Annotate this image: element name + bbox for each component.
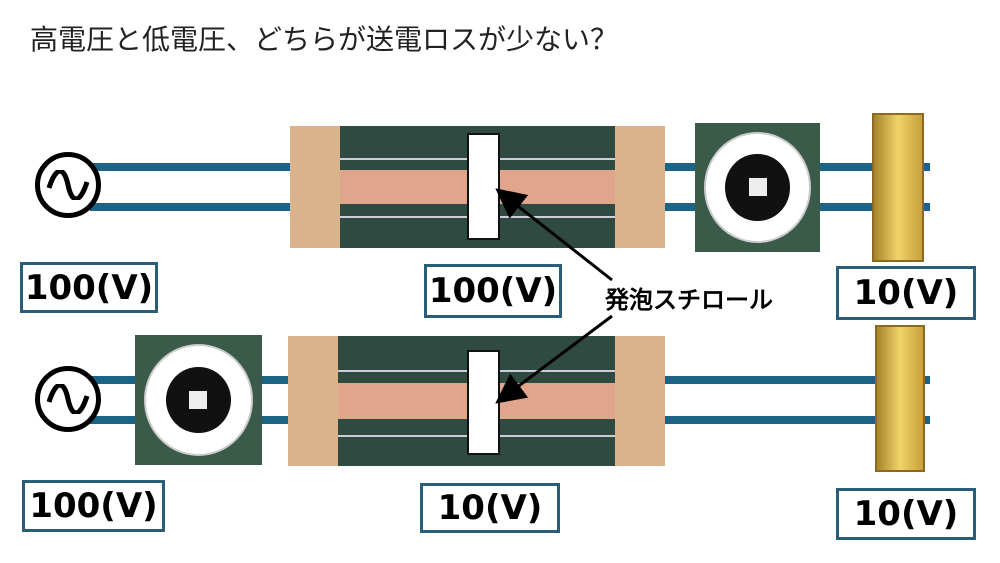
line-voltage-top: 100(V) xyxy=(424,264,562,318)
source-voltage-bottom: 100(V) xyxy=(22,480,165,532)
source-voltage-top: 100(V) xyxy=(20,262,158,313)
line-voltage-bottom: 10(V) xyxy=(420,483,560,533)
foam-callout-label: 発泡スチロール xyxy=(605,286,773,314)
arrow-to-bottom-foam xyxy=(495,314,613,404)
resistor-bottom xyxy=(875,325,925,472)
load-voltage-bottom: 10(V) xyxy=(836,488,976,540)
slide-title: 高電圧と低電圧、どちらが送電ロスが少ない？ xyxy=(30,23,619,56)
resistor-top xyxy=(872,113,924,262)
foam-block-top xyxy=(467,133,500,240)
variac-bottom xyxy=(135,335,262,465)
load-voltage-top: 10(V) xyxy=(836,266,976,320)
variac-top xyxy=(695,123,820,252)
ac-source-icon xyxy=(35,366,101,432)
arrow-to-top-foam xyxy=(495,188,613,282)
ac-source-icon xyxy=(35,152,101,218)
foam-block-bottom xyxy=(467,350,500,455)
